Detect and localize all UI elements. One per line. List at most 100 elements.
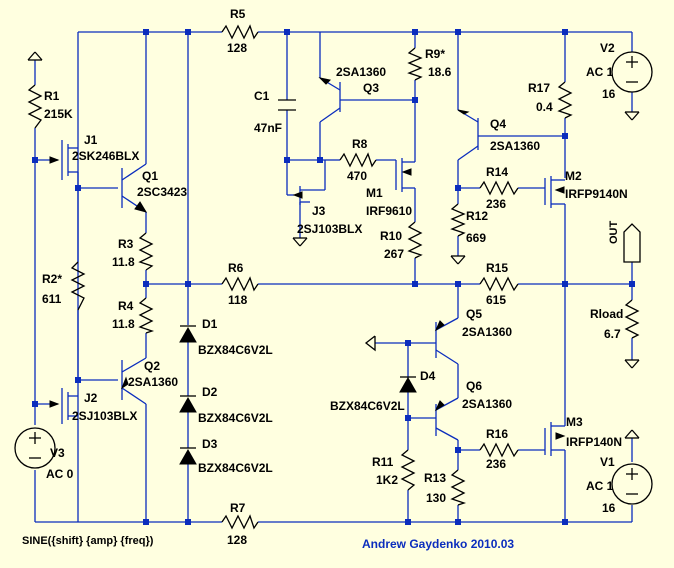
label-c1: C1: [254, 89, 270, 103]
ground-symbols: [27, 51, 640, 439]
diode-d4: [399, 376, 417, 393]
junction-dots: [32, 29, 635, 525]
resistor-r11: [400, 449, 416, 491]
type-m1: IRF9610: [366, 204, 412, 218]
label-v2: V2: [600, 41, 615, 55]
device-details: [49, 77, 566, 440]
label-v3: V3: [50, 446, 65, 460]
label-r11: R11: [372, 455, 394, 469]
resistor-r2: [70, 261, 86, 311]
resistor-r3: [138, 232, 154, 271]
label-q3: Q3: [363, 81, 379, 95]
diode-d2: [179, 395, 197, 413]
label-rload: Rload: [590, 307, 623, 321]
ground-j3: [292, 237, 308, 247]
label-r8: R8: [352, 137, 368, 151]
label-q1: Q1: [142, 169, 158, 183]
label-d4: D4: [420, 369, 436, 383]
label-r13: R13: [424, 471, 446, 485]
component-labels: R5 128 R9* 18.6 V2 AC 1 16 R1 215K C1 47…: [22, 7, 628, 551]
resistor-r13: [450, 469, 467, 506]
type-d4: BZX84C6V2L: [330, 399, 405, 413]
ac-v3: AC 0: [46, 467, 74, 481]
resistor-rload: [624, 299, 640, 339]
label-r4: R4: [118, 299, 134, 313]
label-r17: R17: [528, 81, 550, 95]
supply-v1: [624, 429, 640, 439]
resistor-r17: [557, 81, 573, 119]
label-r2: R2*: [42, 272, 62, 286]
sources: [14, 51, 653, 505]
type-m2: IRFP9140N: [565, 187, 628, 201]
type-d2: BZX84C6V2L: [198, 411, 273, 425]
type-q4: 2SA1360: [490, 139, 540, 153]
value-rload: 6.7: [604, 327, 621, 341]
value-r3: 11.8: [112, 255, 135, 269]
value-v2: 16: [602, 87, 616, 101]
out-label: OUT: [608, 221, 620, 245]
type-q2: 2SA1360: [128, 375, 178, 389]
source-v3: [14, 427, 56, 469]
resistor-r7: [221, 514, 259, 530]
diode-d3: [179, 447, 197, 465]
signal-source-label: SINE({shift} {amp} {freq}): [22, 535, 154, 547]
label-r14: R14: [486, 165, 508, 179]
value-r12: 669: [466, 231, 486, 245]
label-q2: Q2: [144, 359, 160, 373]
value-r10: 267: [384, 247, 404, 261]
type-q5: 2SA1360: [462, 325, 512, 339]
ground-v2: [624, 111, 640, 121]
value-r9: 18.6: [428, 65, 452, 79]
author-credit: Andrew Gaydenko 2010.03: [362, 537, 514, 551]
value-r17: 0.4: [536, 100, 553, 114]
label-r7: R7: [230, 501, 246, 515]
label-d2: D2: [202, 385, 218, 399]
type-m3: IRFP140N: [566, 435, 622, 449]
ground-rload: [624, 359, 640, 369]
label-m1: M1: [366, 186, 383, 200]
value-r13: 130: [426, 491, 446, 505]
source-v1: [611, 463, 653, 505]
diode-d1: [179, 325, 197, 343]
supply-r1: [27, 51, 43, 61]
ground-r12: [450, 255, 466, 265]
ac-v1: AC 1: [586, 479, 614, 493]
label-r9: R9*: [425, 47, 445, 61]
label-r15: R15: [486, 261, 508, 275]
source-v2: [611, 51, 653, 93]
resistor-r10: [407, 221, 423, 259]
value-r14: 236: [486, 197, 506, 211]
value-r1: 215K: [44, 107, 73, 121]
value-r7: 128: [227, 533, 247, 547]
label-r12: R12: [466, 209, 488, 223]
label-q6: Q6: [466, 379, 482, 393]
label-j2: J2: [84, 391, 98, 405]
label-r10: R10: [380, 229, 402, 243]
resistor-r15: [479, 276, 519, 292]
type-d3: BZX84C6V2L: [198, 461, 273, 475]
label-m3: M3: [566, 415, 583, 429]
ac-v2: AC 1: [586, 65, 614, 79]
type-j2: 2SJ103BLX: [72, 409, 137, 423]
value-r11: 1K2: [376, 473, 398, 487]
label-r16: R16: [486, 427, 508, 441]
type-j3: 2SJ103BLX: [297, 222, 362, 236]
type-d1: BZX84C6V2L: [198, 343, 273, 357]
value-r6: 118: [228, 293, 248, 307]
resistor-r1: [27, 84, 43, 129]
resistor-r12: [450, 203, 466, 237]
label-j3: J3: [312, 204, 326, 218]
value-v1: 16: [602, 501, 616, 515]
resistors: [27, 24, 640, 530]
resistor-r5: [221, 24, 259, 40]
diodes: [179, 325, 417, 465]
capacitor-c1: [278, 99, 296, 111]
supply-d4: [364, 335, 376, 352]
resistor-r14: [479, 180, 519, 196]
type-q6: 2SA1360: [462, 397, 512, 411]
resistor-r8: [339, 152, 377, 168]
type-j1: 2SK246BLX: [72, 149, 139, 163]
label-r1: R1: [44, 89, 60, 103]
type-q3: 2SA1360: [336, 65, 386, 79]
resistor-r16: [479, 442, 519, 458]
